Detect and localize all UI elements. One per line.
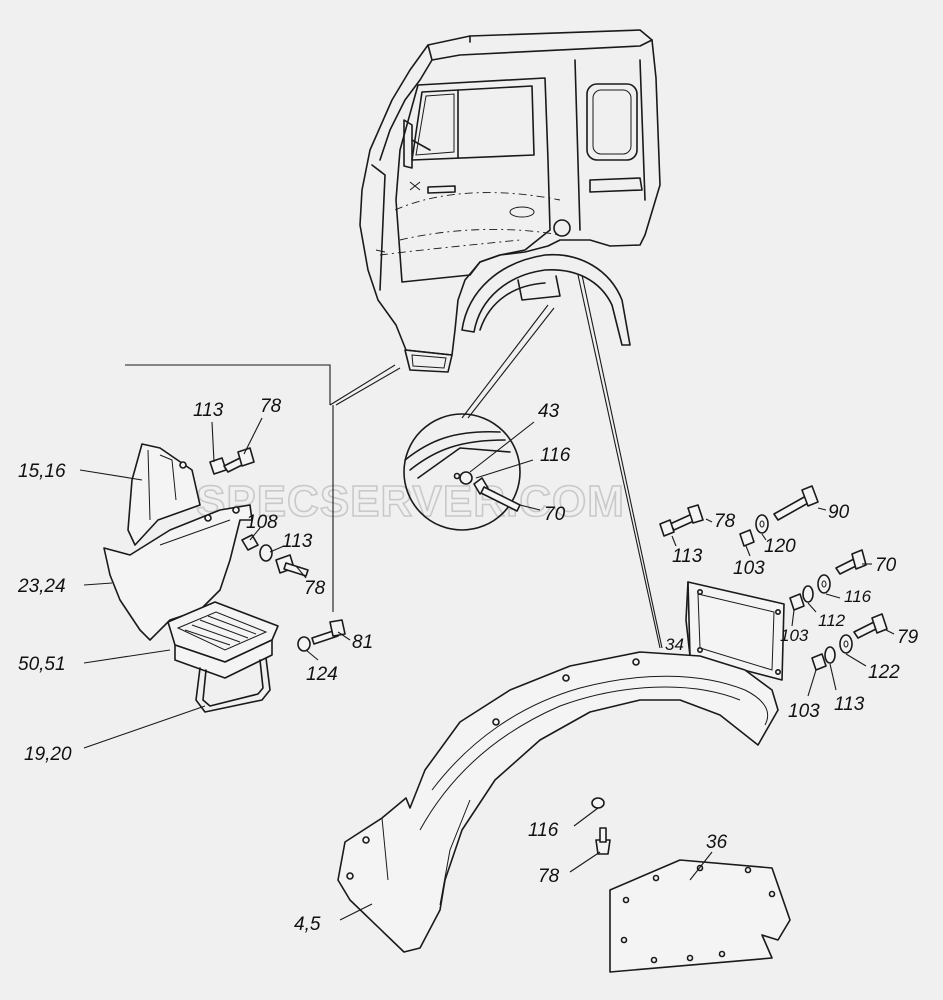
callout-81: 81 — [352, 632, 373, 653]
callout-116: 116 — [540, 445, 571, 466]
callout-78: 78 — [260, 396, 282, 417]
callout-43: 43 — [538, 401, 560, 422]
step-bracket-15-16 — [127, 443, 201, 546]
step-housing-23-24 — [103, 504, 253, 641]
step-bracket-19-20 — [195, 657, 271, 713]
bolt-78b — [275, 554, 309, 577]
callout-50-51: 50,51 — [18, 654, 66, 675]
bolt-78a — [223, 447, 255, 473]
truck-cab — [359, 29, 661, 373]
bolt-78c — [659, 504, 704, 537]
fender-4-5 — [337, 651, 779, 953]
callout-103: 103 — [788, 701, 820, 722]
clip-116c — [591, 797, 605, 809]
bolt-78d — [595, 827, 611, 855]
callout-113: 113 — [193, 400, 224, 421]
callout-78: 78 — [714, 511, 736, 532]
washer-120 — [755, 514, 769, 534]
callout-113: 113 — [834, 694, 865, 715]
mounting-plate-34 — [685, 581, 785, 681]
washer-124 — [297, 636, 311, 652]
callout-116: 116 — [844, 587, 872, 606]
nut-108 — [241, 534, 259, 551]
nut-103b — [789, 593, 805, 611]
callout-4-5: 4,5 — [294, 914, 321, 935]
nut-103a — [739, 529, 755, 547]
callout-78: 78 — [304, 578, 326, 599]
callout-leaders — [79, 417, 895, 921]
callout-120: 120 — [764, 536, 796, 557]
callout-15-16: 15,16 — [18, 461, 66, 482]
callout-116: 116 — [528, 820, 559, 841]
callout-90: 90 — [828, 502, 850, 523]
callout-34: 34 — [665, 635, 684, 654]
callout-70: 70 — [544, 504, 566, 525]
callout-70: 70 — [875, 555, 897, 576]
bolt-81 — [311, 619, 346, 645]
washer-113d — [824, 646, 836, 664]
nut-103c — [811, 653, 827, 671]
callout-79: 79 — [897, 627, 919, 648]
bolt-90 — [773, 485, 819, 521]
callout-78: 78 — [538, 866, 560, 887]
callout-103: 103 — [733, 558, 765, 579]
callout-23-24: 23,24 — [17, 576, 66, 597]
callout-labels: 113 78 15,16 108 113 78 23,24 81 124 50,… — [17, 396, 919, 935]
callout-122: 122 — [868, 662, 900, 683]
washer-122 — [839, 634, 853, 654]
callout-113: 113 — [672, 546, 703, 567]
callout-103: 103 — [780, 626, 809, 645]
bracket-line — [125, 364, 331, 405]
washer-112 — [802, 585, 814, 603]
callout-112: 112 — [818, 611, 846, 630]
bolt-70-detail — [473, 477, 521, 512]
watermark: SPECSERVER.COM — [196, 477, 625, 526]
bolt-70b — [835, 549, 867, 575]
detail-circle — [403, 413, 521, 531]
callout-36: 36 — [706, 832, 728, 853]
mud-flap-36 — [609, 859, 791, 973]
callout-124: 124 — [306, 664, 338, 685]
washer-113b — [259, 544, 273, 562]
callout-113: 113 — [282, 531, 313, 552]
bolt-79 — [853, 613, 888, 639]
callout-108: 108 — [246, 512, 278, 533]
callout-19-20: 19,20 — [24, 744, 72, 765]
washer-116b — [817, 574, 831, 594]
